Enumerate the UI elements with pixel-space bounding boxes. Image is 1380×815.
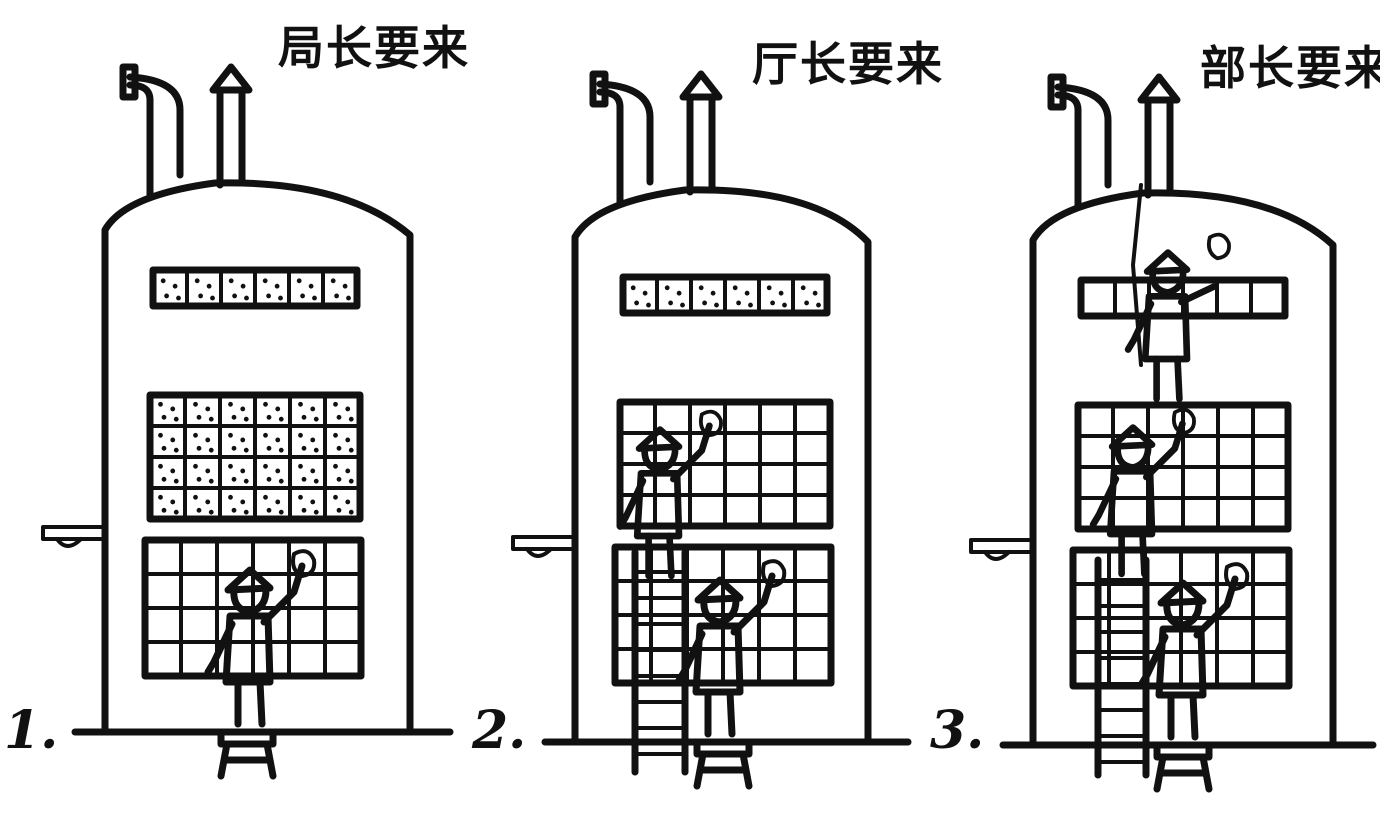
panel-3-number: 3.: [930, 700, 985, 761]
panel-2-building: [571, 186, 872, 746]
panel-2-side-bracket: [511, 535, 577, 558]
panel-1-top-window: [149, 266, 361, 310]
panel-2-title: 厅长要来: [752, 37, 944, 91]
panel-3: [969, 73, 1377, 793]
panel-1-number: 1.: [4, 700, 59, 761]
panel-3-worker-top: [1124, 232, 1231, 403]
panel-2-worker-upper: [616, 409, 723, 580]
panel-2-pipes: [589, 70, 723, 206]
panel-3-worker-middle: [1089, 407, 1196, 578]
panel-2-stool: [693, 738, 753, 790]
panel-2-number: 2.: [472, 700, 527, 761]
panel-3-side-bracket: [969, 538, 1035, 561]
panel-1-stool: [217, 728, 277, 780]
panel-1-building: [101, 179, 414, 736]
panel-1-upper-window: [146, 391, 364, 523]
panel-1-side-bracket: [41, 525, 107, 548]
panel-2: [511, 70, 912, 790]
panel-1-title: 局长要来: [278, 21, 470, 75]
panel-1-pipes: [119, 63, 253, 199]
panel-3-building: [1029, 189, 1337, 749]
panel-1-worker: [204, 549, 317, 728]
panel-2-top-window: [619, 273, 831, 317]
panel-3-worker-lower: [1137, 562, 1250, 741]
panel-3-stool: [1153, 741, 1213, 793]
panel-3-pipes: [1047, 73, 1181, 209]
panel-3-lower-window: [1069, 546, 1293, 690]
panel-1: [41, 63, 454, 780]
panel-2-worker-lower: [674, 559, 787, 738]
panel-3-ladder: [1094, 556, 1150, 779]
panel-3-title: 部长要来: [1200, 41, 1380, 95]
